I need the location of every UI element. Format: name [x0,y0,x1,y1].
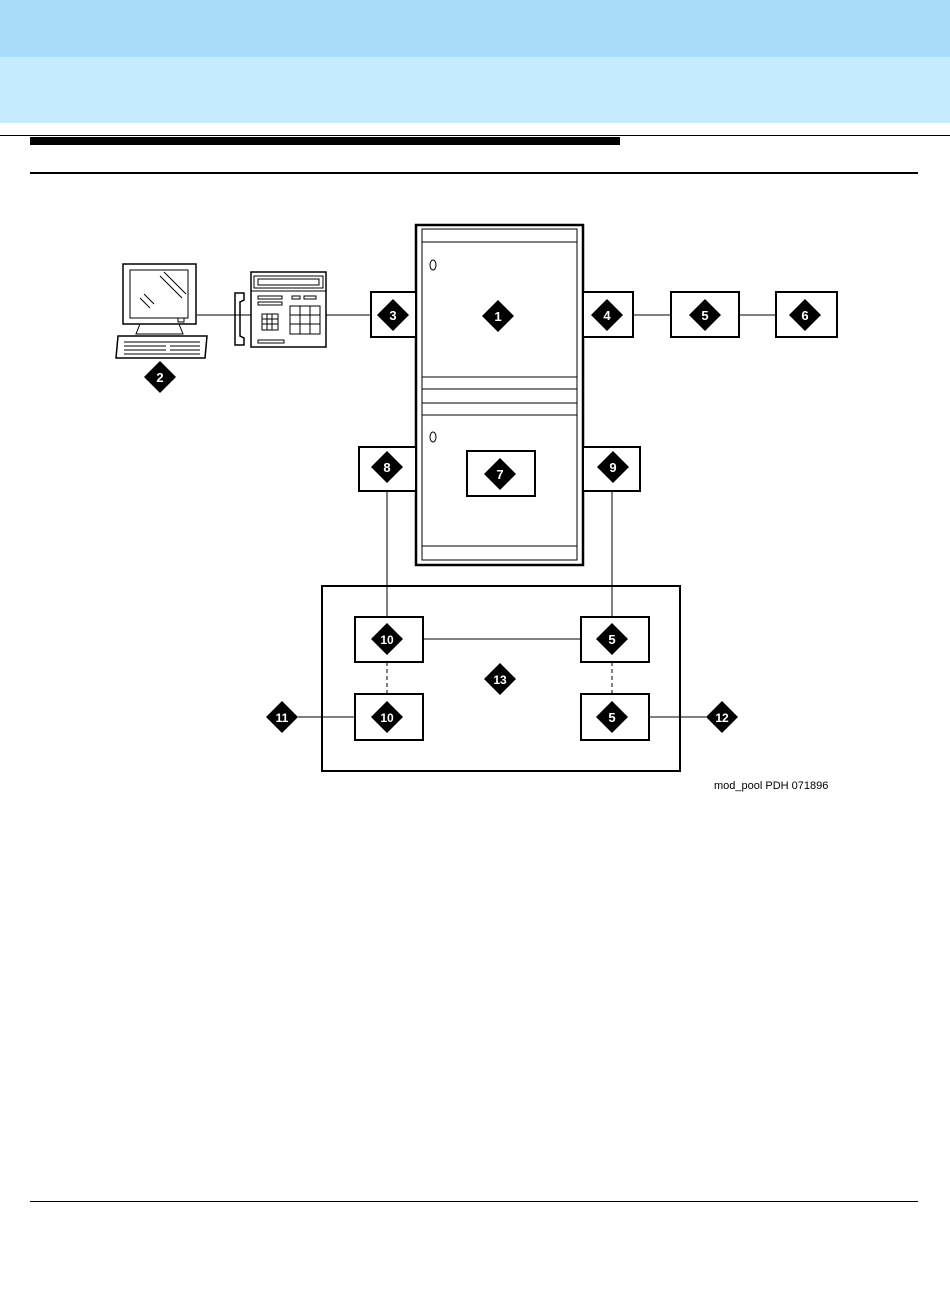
svg-text:5: 5 [608,710,615,725]
svg-text:5: 5 [701,308,708,323]
svg-text:2: 2 [156,370,163,385]
svg-text:9: 9 [609,460,616,475]
callout-c11: 11 [266,701,298,733]
svg-text:7: 7 [496,467,503,482]
svg-text:10: 10 [380,633,394,647]
callout-c13: 13 [484,663,516,695]
svg-text:12: 12 [715,711,729,725]
svg-text:4: 4 [603,308,611,323]
footer-rule [30,1201,918,1202]
svg-text:11: 11 [276,711,289,725]
svg-text:8: 8 [383,460,390,475]
callout-c12: 12 [706,701,738,733]
telephone-icon [235,272,326,347]
callout-c2: 2 [144,361,176,393]
svg-text:13: 13 [493,673,507,687]
svg-text:1: 1 [494,309,501,324]
switch-cabinet [416,225,583,565]
svg-text:10: 10 [380,711,394,725]
svg-text:5: 5 [608,632,615,647]
terminal-icon [116,264,207,358]
svg-text:6: 6 [801,308,808,323]
svg-text:3: 3 [389,308,396,323]
figure-caption: mod_pool PDH 071896 [714,780,828,792]
